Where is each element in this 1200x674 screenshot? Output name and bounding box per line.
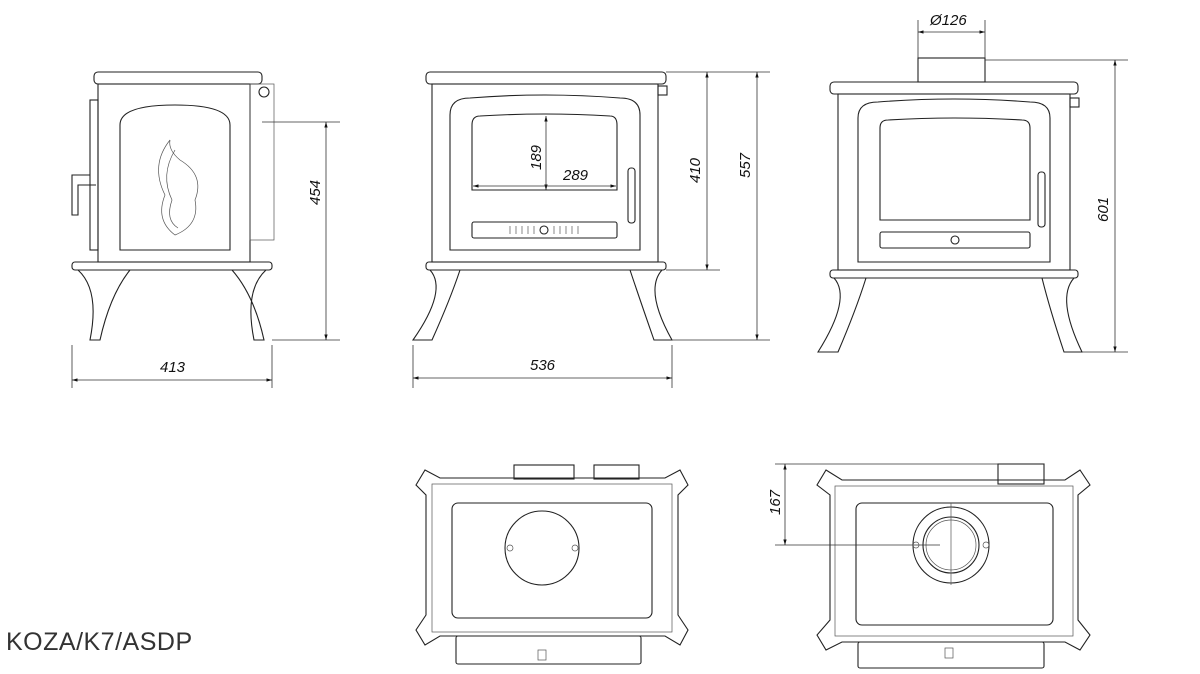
- dim-side-depth: 413: [160, 359, 186, 376]
- model-code-label: KOZA/K7/ASDP: [6, 628, 193, 656]
- dim-front-width: 536: [530, 357, 556, 374]
- dim-glass-width: 289: [562, 167, 589, 184]
- dim-side-flue-height: 454: [307, 180, 324, 205]
- side-view: 413 454: [71, 71, 340, 388]
- front-view-top-outlet: Ø126 601: [817, 12, 1128, 353]
- front-view: 189 289 410 557 536: [411, 71, 770, 388]
- dim-total-height: 557: [737, 152, 754, 178]
- dim-body-height: 410: [687, 157, 704, 183]
- dim-top-outlet-height: 601: [1095, 197, 1112, 222]
- top-view-top-outlet: 167: [767, 463, 1091, 669]
- top-view-rear-outlet: [415, 464, 689, 665]
- dim-flue-diameter: Ø126: [929, 12, 967, 29]
- dim-glass-height: 189: [528, 144, 545, 170]
- dim-flue-offset: 167: [767, 489, 784, 515]
